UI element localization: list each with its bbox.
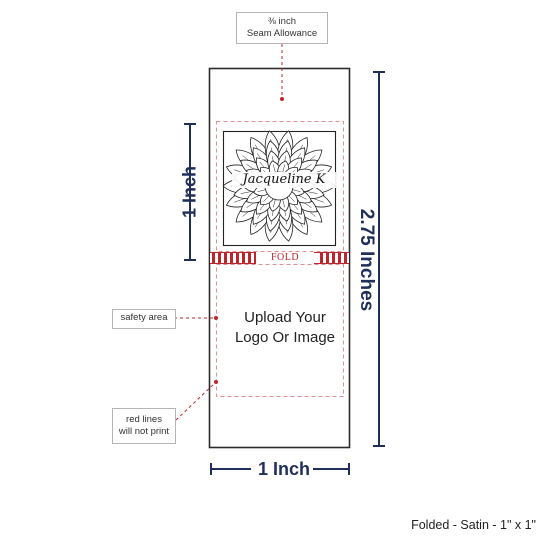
- upload-placeholder[interactable]: Upload Your Logo Or Image: [218, 308, 352, 348]
- fold-stripe: [242, 253, 245, 263]
- red-lines-callout: red lines will not print: [112, 408, 176, 444]
- red-lines-text-1: red lines: [126, 414, 162, 425]
- bottom-inch-dimension: [210, 463, 350, 475]
- seam-allowance-size: ⅜ inch: [268, 16, 296, 27]
- bottom-dimension-label: 1 Inch: [258, 459, 311, 479]
- height-dimension-label: 2.75 Inches: [356, 208, 377, 312]
- seam-allowance-callout: ⅜ inch Seam Allowance: [236, 12, 328, 44]
- fold-stripe: [236, 253, 239, 263]
- fold-stripe: [218, 253, 221, 263]
- product-caption: Folded - Satin - 1" x 1": [411, 518, 536, 532]
- fold-stripe: [338, 253, 341, 263]
- height-dimension: [373, 71, 385, 447]
- upload-line-2: Logo Or Image: [234, 329, 336, 346]
- fold-stripe: [212, 253, 215, 263]
- safety-leader-dot: [214, 316, 218, 320]
- fold-stripe: [332, 253, 335, 263]
- left-inch-dimension: [184, 123, 196, 261]
- fold-stripe: [326, 253, 329, 263]
- safety-area-bottom: [216, 264, 344, 397]
- fold-stripe: [230, 253, 233, 263]
- safety-area-callout: safety area: [112, 309, 176, 329]
- left-dimension-label: 1 Inch: [179, 165, 200, 219]
- redlines-leader-dot: [214, 380, 218, 384]
- upload-line-1: Upload Your: [244, 309, 326, 326]
- safety-area-top: [216, 121, 344, 252]
- red-lines-text-2: will not print: [118, 426, 170, 437]
- sample-name-text: Jacqueline K: [232, 172, 336, 188]
- seam-allowance-text: Seam Allowance: [246, 28, 318, 39]
- fold-label: FOLD: [256, 252, 314, 264]
- fold-stripe: [344, 253, 347, 263]
- seam-leader-dot: [280, 97, 284, 101]
- fold-stripe: [224, 253, 227, 263]
- fold-stripe: [254, 253, 257, 263]
- fold-stripe: [320, 253, 323, 263]
- fold-stripe: [248, 253, 251, 263]
